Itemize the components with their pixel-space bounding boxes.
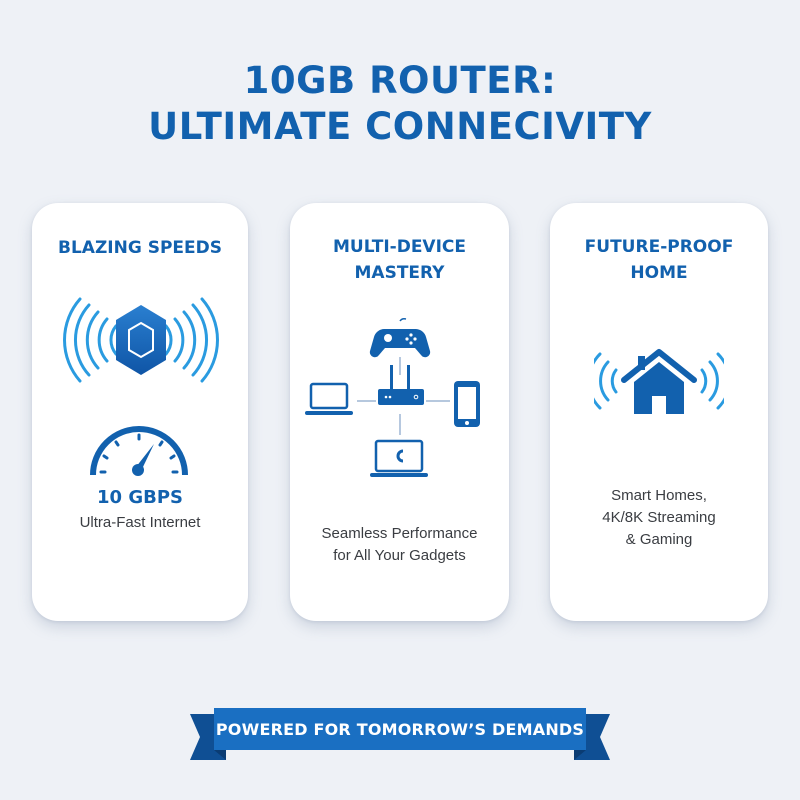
card-title: BLAZING SPEEDS — [32, 235, 248, 261]
smart-home-signal-icon — [594, 349, 724, 414]
card-description: Seamless Performance for All Your Gadget… — [290, 523, 509, 567]
card-description: Smart Homes, 4K/8K Streaming & Gaming — [550, 485, 768, 551]
hexagon-signal-icon — [63, 297, 219, 383]
feature-card-future-proof-home: FUTURE-PROOF HOME Smart Homes, 4K/8K Str… — [550, 203, 768, 621]
speed-value: 10 GBPS — [97, 487, 183, 508]
desc-line: Seamless Performance — [321, 525, 478, 542]
card-description: Ultra-Fast Internet — [32, 512, 248, 534]
speedometer-icon — [90, 426, 188, 476]
smartphone-icon — [454, 381, 480, 427]
laptop-icon — [305, 382, 353, 415]
footer-ribbon-banner: POWERED FOR TOMORROW’S DEMANDS — [190, 704, 610, 764]
feature-card-blazing-speeds: BLAZING SPEEDS — [32, 203, 248, 621]
card-title: FUTURE-PROOF HOME — [550, 234, 768, 286]
title-line-1: 10GB ROUTER: — [243, 59, 557, 102]
card-title-line: HOME — [630, 263, 688, 283]
page-title: 10GB ROUTER: ULTIMATE CONNECIVITY — [0, 58, 800, 150]
card-title-line: MULTI-DEVICE — [332, 237, 466, 257]
desc-line: Ultra-Fast Internet — [79, 514, 201, 531]
card-title: MULTI-DEVICE MASTERY — [290, 234, 509, 286]
desc-line: 4K/8K Streaming — [602, 509, 716, 526]
card-title-line: FUTURE-PROOF — [584, 237, 734, 257]
card-title-line: BLAZING SPEEDS — [58, 238, 222, 258]
router-icon — [378, 365, 424, 405]
gamepad-icon — [369, 318, 431, 358]
desc-line: for All Your Gadgets — [333, 547, 466, 564]
title-line-2: ULTIMATE CONNECIVITY — [148, 105, 652, 148]
ribbon-text: POWERED FOR TOMORROW’S DEMANDS — [214, 708, 586, 750]
desc-line: Smart Homes, — [611, 487, 707, 504]
desc-line: & Gaming — [625, 531, 693, 548]
device-network-diagram — [305, 318, 480, 477]
card-title-line: MASTERY — [354, 263, 445, 283]
feature-card-multi-device: MULTI-DEVICE MASTERY — [290, 203, 509, 621]
laptop-icon — [370, 439, 428, 477]
